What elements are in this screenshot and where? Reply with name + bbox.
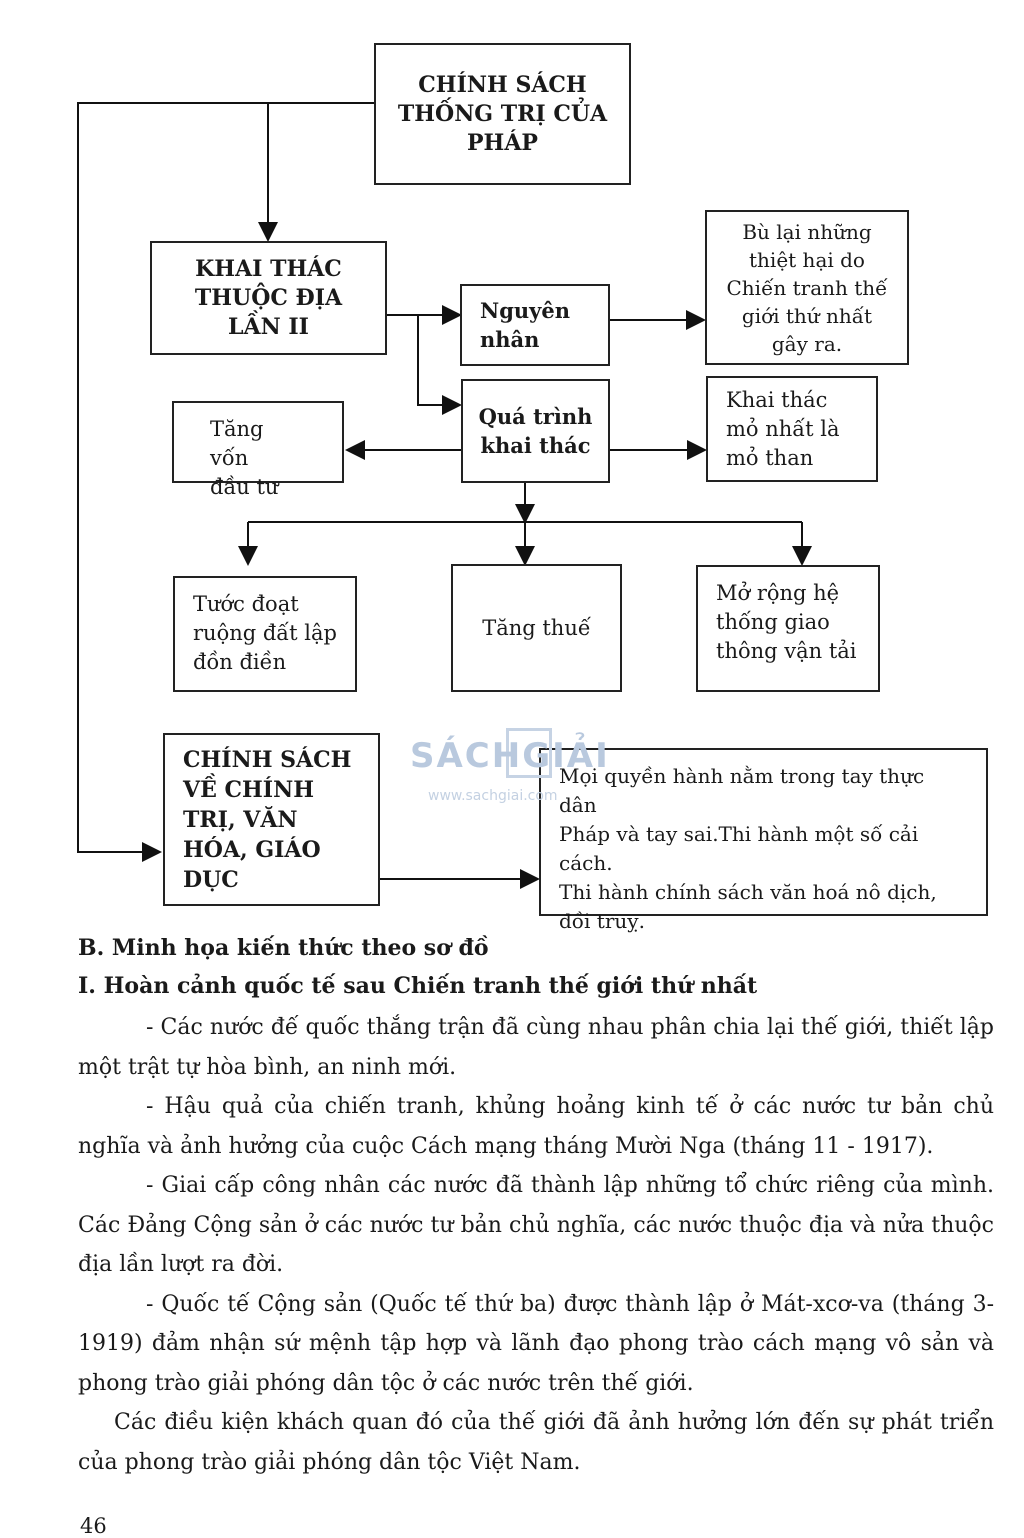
bulai-line-2: thiệt hại do: [749, 247, 865, 272]
box-tang-thue: Tăng thuế: [451, 564, 622, 692]
nguyennhan-line-2: nhân: [480, 327, 540, 352]
section-b-heading: B. Minh họa kiến thức theo sơ đồ: [78, 935, 489, 961]
moiquyen-line-5: đồi truỵ.: [559, 909, 645, 933]
chinhsach-line-5: DỤC: [183, 867, 239, 893]
box-tuoc-doat: Tước đoạt ruộng đất lập đồn điền: [173, 576, 357, 692]
tangthue-label: Tăng thuế: [482, 615, 591, 640]
khaithac-line-1: KHAI THÁC: [195, 255, 342, 282]
tangvon-line-1: Tăng vốn: [210, 417, 264, 470]
moiquyen-line-4: Thi hành chính sách văn hoá nô dịch,: [559, 880, 937, 904]
bulai-line-5: gây ra.: [771, 331, 843, 356]
box-bu-lai: Bù lại những thiệt hại do Chiến tranh th…: [705, 210, 909, 365]
bulai-line-3: Chiến tranh thế: [726, 275, 888, 300]
paragraph-2: - Hậu quả của chiến tranh, khủng hoảng k…: [78, 1094, 994, 1159]
moiquyen-line-2: Pháp và tay sai.Thi hành một số cải: [559, 822, 919, 846]
chinhsach-line-1: CHÍNH SÁCH: [183, 747, 352, 773]
paragraph-4: - Quốc tế Cộng sản (Quốc tế thứ ba) được…: [78, 1291, 994, 1396]
nguyennhan-line-1: Nguyên: [480, 298, 570, 323]
watermark: SÁCHGIẢI www.sachgiai.com: [410, 728, 630, 808]
bulai-line-1: Bù lại những: [742, 219, 872, 244]
khaithac-line-3: LẦN II: [228, 313, 309, 340]
paragraph-3: - Giai cấp công nhân các nước đã thành l…: [78, 1173, 994, 1277]
quatrinh-line-1: Quá trình: [478, 404, 593, 429]
tuocdoat-line-1: Tước đoạt: [193, 592, 299, 616]
section-i-heading: I. Hoàn cảnh quốc tế sau Chiến tranh thế…: [78, 973, 758, 999]
khaimo-line-3: mỏ than: [726, 446, 814, 470]
moiquyen-line-1: Mọi quyền hành nằm trong tay thực dân: [559, 764, 925, 817]
bulai-line-4: giới thứ nhất: [741, 303, 873, 328]
connector-root-left: [77, 102, 375, 862]
root-line-1: CHÍNH SÁCH: [418, 71, 587, 98]
watermark-frame-icon: [506, 728, 552, 778]
watermark-title: SÁCHGIẢI: [410, 736, 610, 776]
morong-line-2: thống giao: [716, 610, 830, 634]
root-line-2: THỐNG TRỊ CỦA: [397, 100, 608, 127]
box-root-policy: CHÍNH SÁCH THỐNG TRỊ CỦA PHÁP: [374, 43, 631, 185]
box-nguyen-nhan: Nguyên nhân: [460, 284, 610, 366]
khaimo-line-2: mỏ nhất là: [726, 417, 840, 441]
box-moi-quyen: Mọi quyền hành nằm trong tay thực dân Ph…: [539, 748, 988, 933]
chinhsach-line-3: TRỊ, VĂN: [183, 807, 298, 833]
chinhsach-line-4: HÓA, GIÁO: [183, 837, 321, 863]
morong-line-1: Mở rộng hệ: [716, 581, 840, 605]
root-line-3: PHÁP: [467, 129, 538, 156]
box-tang-von: Tăng vốn đầu tư: [172, 401, 344, 499]
box-chinh-sach-chinh-tri: CHÍNH SÁCH VỀ CHÍNH TRỊ, VĂN HÓA, GIÁO D…: [163, 733, 380, 906]
tuocdoat-line-2: ruộng đất lập: [193, 621, 337, 645]
khaimo-line-1: Khai thác: [726, 388, 828, 412]
quatrinh-line-2: khai thác: [480, 433, 591, 458]
chinhsach-line-2: VỀ CHÍNH: [183, 777, 314, 803]
box-khai-thac: KHAI THÁC THUỘC ĐỊA LẦN II: [150, 241, 387, 355]
moiquyen-line-3: cách.: [559, 851, 613, 875]
box-khai-mo: Khai thác mỏ nhất là mỏ than: [706, 376, 878, 482]
tuocdoat-line-3: đồn điền: [193, 650, 287, 674]
connector-khaithac-quatrinh: [417, 315, 462, 415]
watermark-url: www.sachgiai.com: [428, 788, 558, 804]
paragraph-1: - Các nước đế quốc thắng trận đã cùng nh…: [78, 1015, 994, 1080]
morong-line-3: thông vận tải: [716, 639, 857, 663]
box-mo-rong: Mở rộng hệ thống giao thông vận tải: [696, 565, 880, 692]
paragraph-5: Các điều kiện khách quan đó của thế giới…: [78, 1410, 994, 1475]
page-number: 46: [80, 1514, 107, 1538]
tangvon-line-2: đầu tư: [210, 475, 279, 499]
body-text: - Các nước đế quốc thắng trận đã cùng nh…: [78, 1008, 994, 1482]
khaithac-line-2: THUỘC ĐỊA: [194, 284, 343, 311]
box-qua-trinh: Quá trình khai thác: [461, 379, 610, 483]
